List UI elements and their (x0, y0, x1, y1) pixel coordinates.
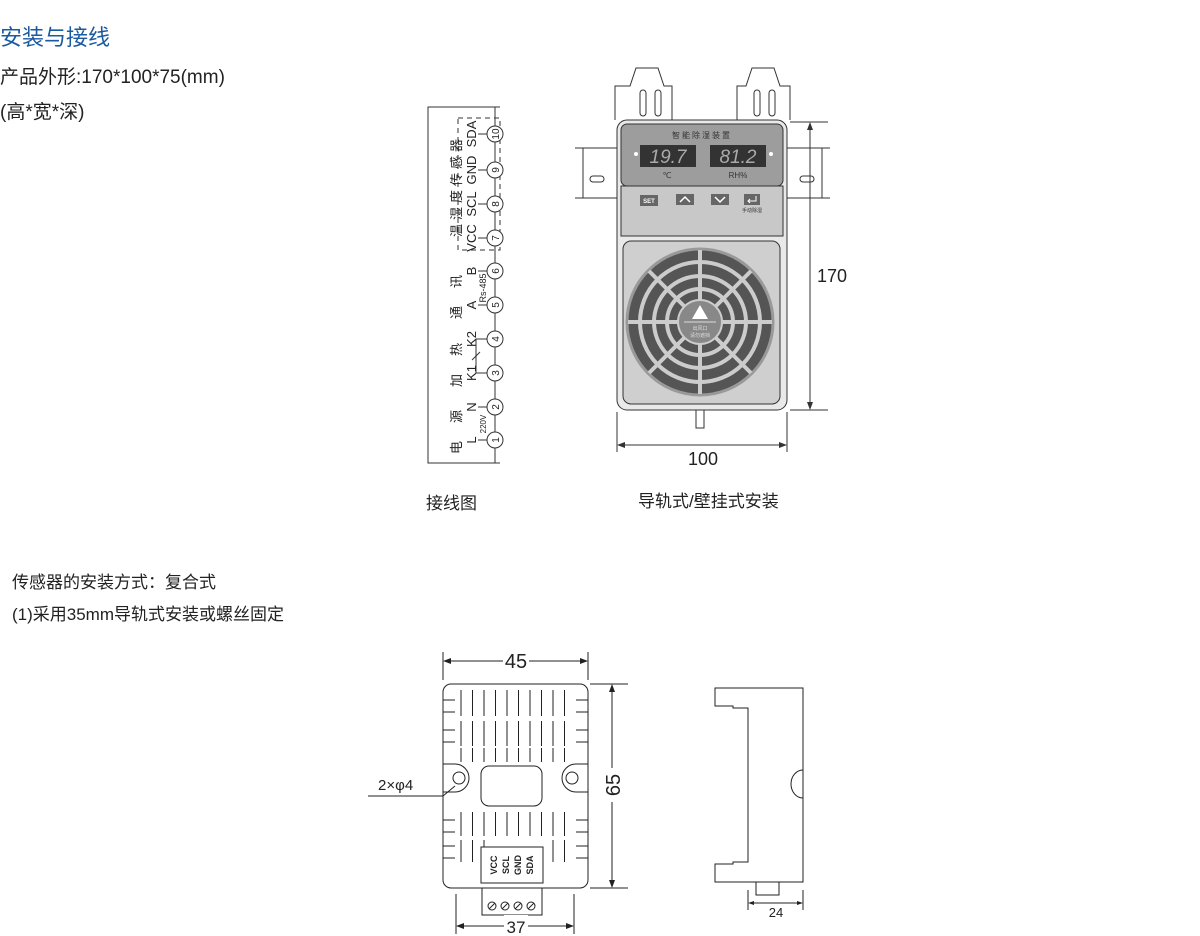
sensor-height: 65 (603, 774, 625, 796)
warning-icon (692, 305, 708, 319)
terminal-number: 4 (491, 336, 502, 342)
terminal-7: 7 VCC (464, 224, 504, 252)
mounting-holes: 2×φ4 (378, 777, 413, 794)
terminal-number: 10 (491, 128, 502, 140)
terminal-number: 2 (491, 404, 502, 410)
device-dimension-lines (616, 121, 828, 452)
terminal-number: 3 (491, 370, 502, 376)
terminal-code: A (464, 300, 479, 309)
terminal-code: SDA (464, 120, 479, 147)
pin-label: GND (513, 855, 523, 876)
terminal-10: 10 SDA (464, 120, 504, 147)
terminal-code: K2 (464, 331, 479, 347)
terminal-9: 9 GND (464, 156, 504, 185)
group-comm: 通讯 (449, 257, 464, 319)
pin-label: SCL (501, 855, 511, 874)
temperature-unit: ℃ (663, 171, 672, 180)
terminal-number: 8 (491, 201, 502, 207)
pin-label: VCC (489, 855, 499, 875)
bus-label: Rs-485 (478, 273, 488, 302)
product-dimensions: 产品外形:170*100*75(mm) (0, 67, 225, 88)
group-power: 电源 (449, 392, 464, 454)
terminal-number: 7 (491, 235, 502, 241)
fan-grille: 出风口 请勿遮挡 (625, 247, 775, 397)
enter-icon (747, 196, 757, 204)
sensor-side-view (714, 687, 804, 910)
group-heat: 加热 (449, 325, 464, 387)
terminal-code: N (464, 402, 479, 411)
terminal-4: 4 K2 (464, 330, 504, 348)
installation-caption: 导轨式/壁挂式安装 (638, 492, 779, 511)
manual-dehumidify-button[interactable]: 手动除湿 (742, 194, 762, 214)
humidity-display (710, 145, 766, 167)
section-title: 安装与接线 (0, 25, 111, 50)
device-height: 170 (817, 266, 847, 286)
set-button[interactable]: SET (640, 195, 658, 206)
terminal-code: SCL (464, 191, 479, 216)
terminal-code: L (464, 436, 479, 443)
chevron-up-icon (679, 195, 691, 203)
terminal-6: 6B (464, 262, 504, 280)
terminal-code: GND (464, 156, 479, 185)
dimension-order: (高*宽*深) (0, 102, 85, 123)
terminal-code: B (464, 267, 479, 276)
terminal-number: 1 (491, 437, 502, 443)
fan-label-1: 出风口 (692, 325, 707, 332)
fan-label-2: 请勿遮挡 (690, 332, 710, 339)
terminal-screws (487, 901, 536, 911)
sensor-mount-type: 传感器的安装方式：复合式 (12, 573, 216, 592)
set-label: SET (643, 199, 655, 205)
temperature-display (640, 145, 696, 167)
sensor-base-width: 37 (507, 918, 526, 936)
sensor-width: 45 (505, 651, 527, 673)
device-width: 100 (688, 449, 718, 469)
sensor-depth: 24 (769, 905, 783, 920)
chevron-down-icon (714, 196, 726, 204)
manual-label: 手动除湿 (742, 207, 762, 214)
panel-title: 智能除湿装置 (672, 130, 732, 140)
sensor-front-view (368, 652, 628, 934)
temperature-value: 19.7 (650, 147, 688, 168)
group-labels: 电源 加热 通讯 温湿度传感器 220V Rs-485 (449, 135, 488, 454)
terminal-5: 5A (464, 296, 504, 314)
down-button[interactable] (711, 194, 729, 205)
terminal-number: 6 (491, 268, 502, 274)
wiring-diagram-caption: 接线图 (426, 494, 477, 513)
humidity-value: 81.2 (720, 147, 757, 168)
group-sensor: 温湿度传感器 (449, 135, 464, 237)
sensor-group-box (457, 117, 501, 251)
terminal-1: 1L (464, 431, 504, 449)
pin-label: SDA (525, 855, 535, 875)
terminal-2: 2N (464, 398, 504, 416)
terminal-number: 5 (491, 302, 502, 308)
terminal-box (427, 106, 500, 464)
terminal-number: 9 (491, 167, 502, 173)
terminal-code: VCC (464, 224, 479, 251)
up-button[interactable] (676, 194, 694, 205)
sensor-mount-description: (1)采用35mm导轨式安装或螺丝固定 (12, 605, 285, 624)
terminal-8: 8 SCL (464, 191, 504, 217)
humidity-unit: RH% (729, 171, 748, 180)
voltage-label: 220V (479, 414, 488, 433)
terminal-code: K1 (464, 365, 479, 381)
terminal-3: 3 K1 (464, 364, 504, 382)
